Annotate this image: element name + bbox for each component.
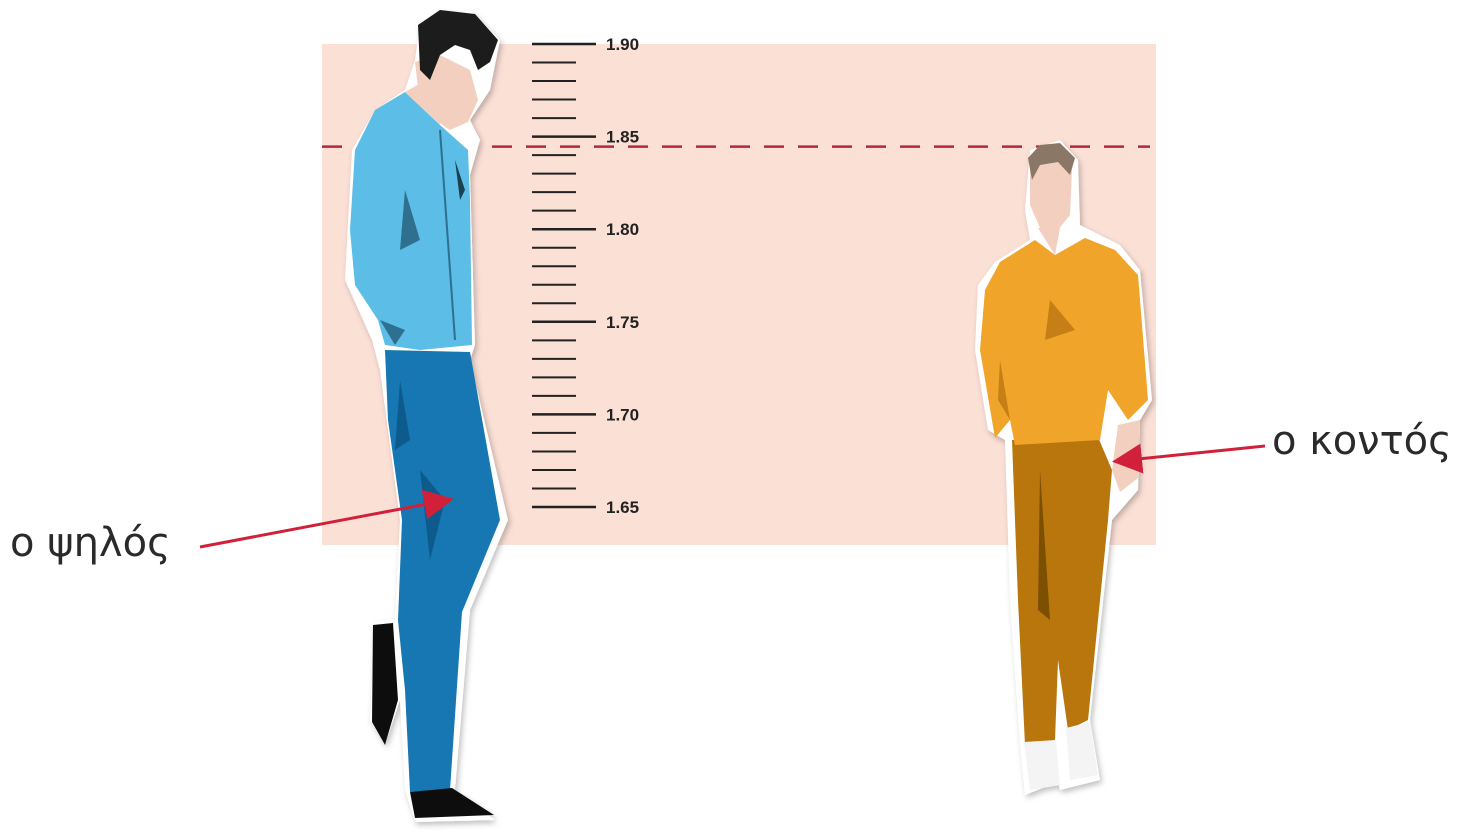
ruler-tick-label: 1.80 xyxy=(606,220,639,239)
ruler-tick-label: 1.85 xyxy=(606,128,639,147)
ruler-tick-label: 1.65 xyxy=(606,498,639,517)
ruler-tick-label: 1.70 xyxy=(606,405,639,424)
ruler-tick-label: 1.75 xyxy=(606,313,639,332)
label-tall: ο ψηλός xyxy=(10,520,171,566)
label-short: ο κοντός xyxy=(1272,418,1452,464)
ruler-tick-label: 1.90 xyxy=(606,35,639,54)
